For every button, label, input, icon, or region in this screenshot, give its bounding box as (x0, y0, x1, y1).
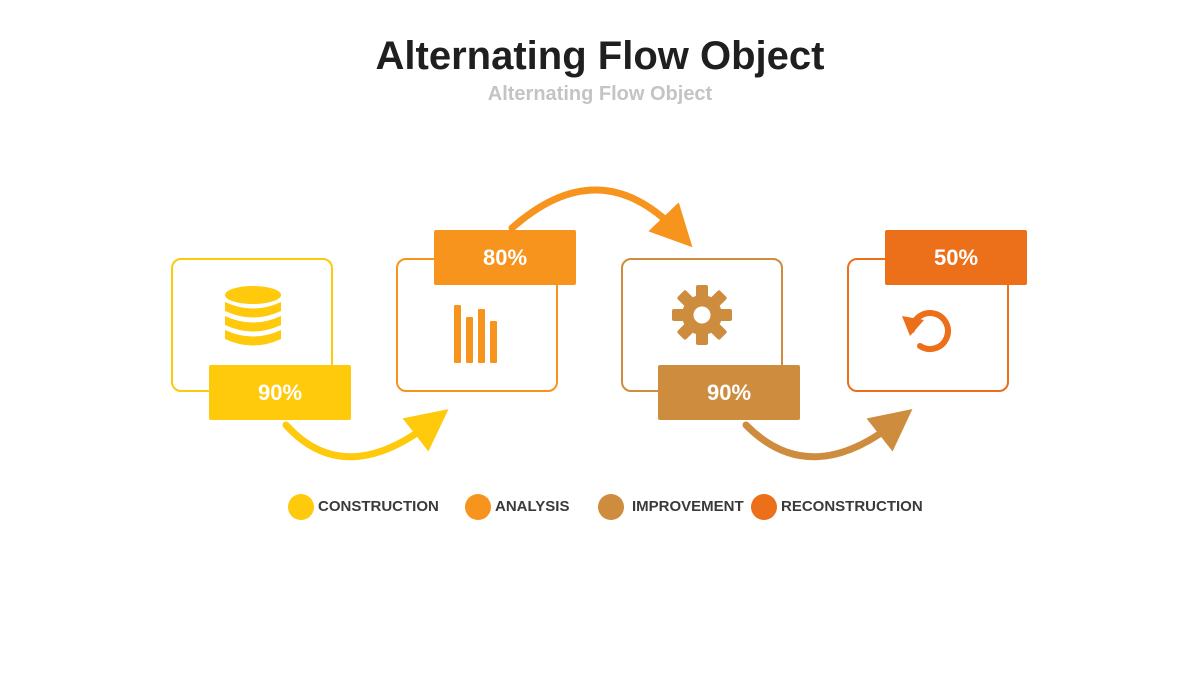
legend-label-improvement: IMPROVEMENT (632, 498, 744, 515)
arrow-construction-to-analysis (282, 409, 449, 461)
page-subtitle: Alternating Flow Object (487, 83, 713, 105)
page-title: Alternating Flow Object (375, 34, 825, 78)
legend-label-construction: CONSTRUCTION (318, 498, 439, 515)
step-badge-analysis: 80% (434, 230, 576, 285)
legend-dot-analysis (465, 494, 491, 520)
step-badge-construction: 90% (209, 365, 351, 420)
arrow-analysis-to-improvement (508, 186, 693, 248)
legend-label-reconstruction: RECONSTRUCTION (781, 498, 923, 515)
step-badge-reconstruction: 50% (885, 230, 1027, 285)
refresh-icon (902, 310, 951, 353)
legend-dot-reconstruction (751, 494, 777, 520)
bar-chart-icon (454, 305, 497, 363)
gear-icon (672, 285, 732, 345)
legend-label-analysis: ANALYSIS (495, 498, 570, 515)
legend-dot-improvement (598, 494, 624, 520)
legend-dot-construction (288, 494, 314, 520)
step-badge-improvement: 90% (658, 365, 800, 420)
database-icon (225, 286, 281, 346)
arrow-improvement-to-reconstruction (742, 408, 913, 461)
